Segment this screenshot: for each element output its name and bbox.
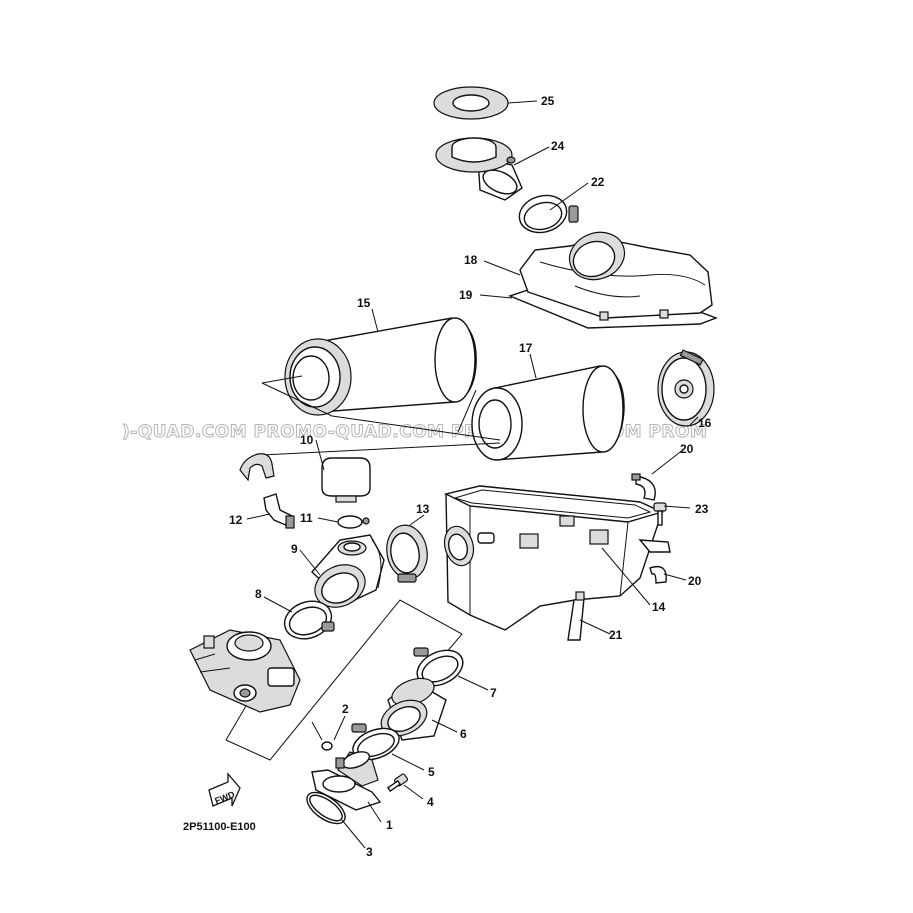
callout-6: 6 [460, 727, 467, 741]
part-15-filter-element [284, 317, 477, 416]
part-9-air-box-joint [311, 534, 385, 608]
callout-4: 4 [427, 795, 434, 809]
part-3-o-ring [306, 791, 346, 825]
callout-9: 9 [291, 542, 298, 556]
part-21-drain [567, 591, 585, 641]
fwd-arrow-icon: FWD [208, 772, 241, 807]
part-23-bolt [653, 502, 667, 526]
carburetor [189, 629, 301, 713]
callout-3: 3 [366, 845, 373, 859]
breather-hose [239, 453, 275, 482]
part-20-clip-upper [631, 473, 656, 501]
callout-14: 14 [652, 600, 666, 614]
callout-17: 17 [519, 341, 533, 355]
part-14-air-box-case [443, 485, 671, 631]
callout-23: 23 [695, 502, 709, 516]
part-11-o-ring [337, 515, 370, 529]
callout-1: 1 [386, 818, 393, 832]
callout-11: 11 [300, 511, 313, 525]
callout-20-lower: 20 [688, 574, 702, 588]
part-10-breather-cap [321, 457, 371, 503]
callout-5: 5 [428, 765, 435, 779]
drawing-code: 2P51100-E100 [183, 821, 256, 833]
part-12-hose-joint [263, 493, 295, 529]
part-8-clamp [283, 600, 335, 640]
callout-12: 12 [229, 513, 243, 527]
part-4-bolt [386, 773, 409, 793]
callout-10: 10 [300, 433, 314, 447]
part-1-intake-manifold [311, 751, 382, 811]
part-22-clamp [518, 194, 579, 234]
part-7-clamp [413, 647, 464, 687]
part-17-filter [471, 365, 625, 461]
callout-16: 16 [698, 416, 712, 430]
callout-22: 22 [591, 175, 605, 189]
part-2-joint-piece [311, 721, 333, 751]
callout-7: 7 [490, 686, 497, 700]
callout-21: 21 [609, 628, 623, 642]
part-20-clip-lower [649, 565, 667, 584]
callout-labels: 25 24 22 18 19 15 17 16 20 23 20 14 21 1… [229, 94, 712, 859]
part-25-seal-ring [433, 86, 509, 120]
callout-24: 24 [551, 139, 565, 153]
callout-19: 19 [459, 288, 473, 302]
part-6-carb-joint [380, 677, 447, 741]
callout-18: 18 [464, 253, 478, 267]
part-18-air-box-cap [519, 231, 713, 321]
part-24-intake-duct [435, 137, 523, 201]
callout-20-upper: 20 [680, 442, 694, 456]
callout-8: 8 [255, 587, 262, 601]
part-16-filter-cap [657, 349, 715, 427]
callout-2: 2 [342, 702, 349, 716]
leader-lines [246, 100, 699, 849]
callout-13: 13 [416, 502, 430, 516]
callout-15: 15 [357, 296, 371, 310]
callout-25: 25 [541, 94, 555, 108]
part-13-joint-clamp [386, 524, 428, 583]
